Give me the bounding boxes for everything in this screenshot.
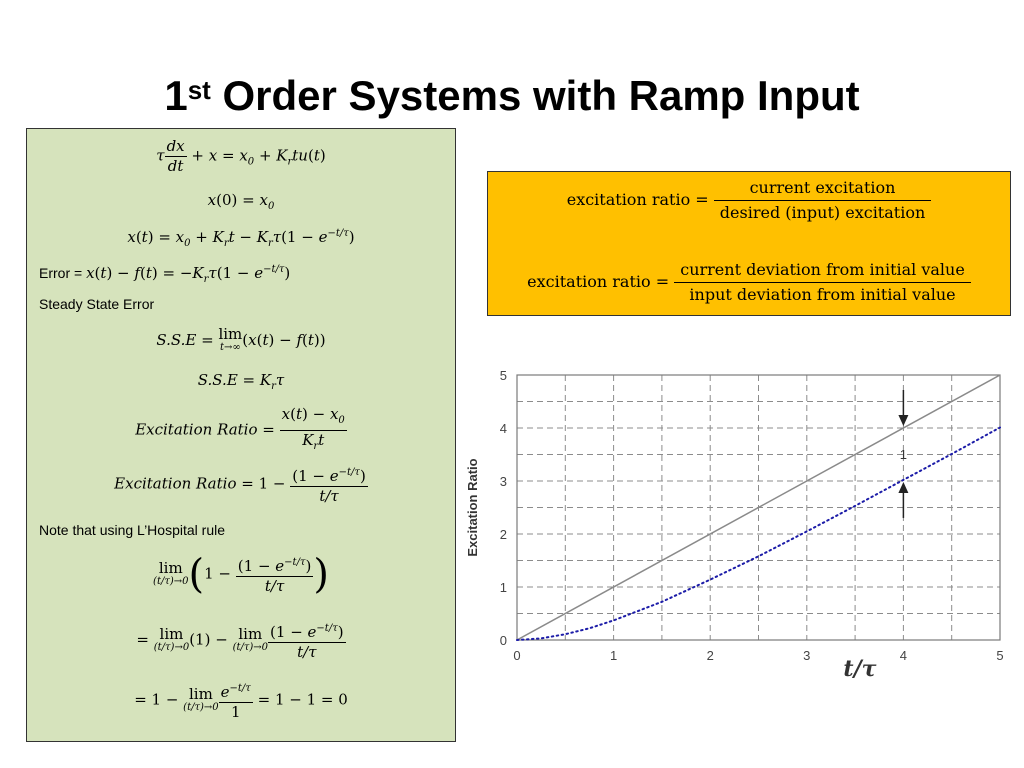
x-tick-label: 3	[803, 648, 810, 663]
definition-row-1: excitation ratio = current excitation des…	[488, 176, 1010, 225]
slide-title: 1st Order Systems with Ramp Input	[0, 68, 1024, 124]
definition-row-2-numerator: current deviation from initial value	[674, 258, 971, 283]
x-axis-label: t/τ	[843, 656, 876, 680]
y-tick-label: 2	[500, 527, 507, 542]
definition-row-2-denominator: input deviation from initial value	[689, 285, 956, 304]
equation-excitation-ratio-result: Excitation Ratio = 1 − (1 − e−t/τ)t/τ	[27, 463, 455, 506]
equation-limit-2: = lim(t/τ)→0(1) − lim(t/τ)→0(1 − e−t/τ)t…	[27, 619, 455, 662]
x-tick-label: 5	[996, 648, 1003, 663]
error-line: Error = x(t) − f(t) = −Krτ(1 − e−t/τ)	[39, 264, 291, 285]
equation-solution: x(t) = x0 + Krt − Krτ(1 − e−t/τ)	[127, 228, 355, 249]
ramp-input-line	[516, 374, 1001, 641]
y-tick-label: 4	[500, 421, 507, 436]
plot-frame	[516, 374, 1001, 641]
annotation-arrow-up-head	[898, 481, 909, 493]
title-superscript: st	[187, 75, 211, 105]
excitation-ratio-chart: 0 1 2 3 4 5 0 1 2 3 4 5 t/τ Excitation Ratio 1	[465, 368, 1004, 680]
definition-row-1-lhs: excitation ratio =	[566, 190, 709, 209]
steady-state-label: Steady State Error	[39, 296, 155, 312]
definition-row-2: excitation ratio = current deviation fro…	[488, 258, 1010, 307]
x-tick-label: 4	[900, 648, 907, 663]
equation-sse-value: S.S.E = Krτ	[197, 371, 285, 392]
y-tick-label: 5	[500, 368, 507, 383]
lhospital-note: Note that using L’Hospital rule	[39, 522, 225, 538]
equation-limit-1: lim(t/τ)→0(1 − (1 − e−t/τ)t/τ)	[153, 551, 329, 598]
y-tick-label: 3	[500, 474, 507, 489]
annotation-arrow-down-head	[898, 415, 909, 426]
y-tick-label: 1	[500, 580, 507, 595]
definition-row-1-denominator: desired (input) excitation	[719, 203, 926, 222]
equation-initial: x(0) = x0	[207, 191, 275, 212]
y-axis-label: Excitation Ratio	[465, 458, 480, 556]
x-tick-label: 1	[610, 648, 617, 663]
definition-row-1-numerator: current excitation	[713, 176, 932, 201]
x-tick-label: 2	[707, 648, 714, 663]
title-rest: Order Systems with Ramp Input	[210, 72, 860, 119]
excitation-ratio-definition-box: excitation ratio = current excitation des…	[487, 171, 1011, 316]
first-order-response-line	[516, 426, 1001, 641]
error-label: Error =	[39, 265, 87, 281]
annotation-gap-label: 1	[900, 447, 907, 462]
title-main: 1	[164, 72, 188, 119]
y-tick-label: 0	[500, 633, 507, 648]
definition-row-2-lhs: excitation ratio =	[527, 272, 670, 291]
x-tick-label: 0	[513, 648, 520, 663]
